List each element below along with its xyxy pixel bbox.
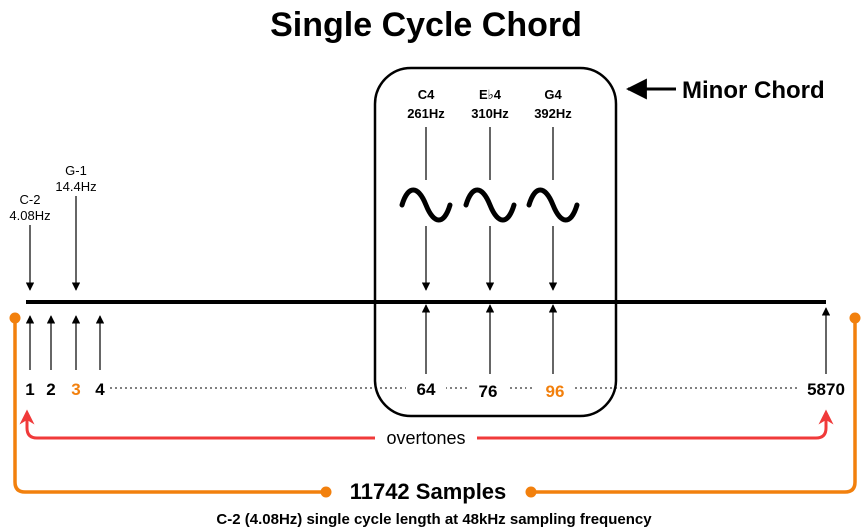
index-label-4: 4 bbox=[95, 380, 105, 399]
index-label-bg bbox=[470, 376, 510, 400]
index-label-3: 3 bbox=[71, 380, 80, 399]
low-note-g-1: G-1 14.4Hz bbox=[55, 163, 96, 194]
note-name: C-2 bbox=[20, 192, 41, 207]
note-name: G-1 bbox=[65, 163, 87, 178]
note-name: C4 bbox=[418, 87, 435, 102]
samples-endpoint-dot bbox=[849, 312, 861, 324]
note-frequency: 392Hz bbox=[534, 106, 572, 121]
index-label-64: 64 bbox=[417, 380, 436, 399]
index-label-96: 96 bbox=[546, 382, 565, 401]
samples-endpoint-dot bbox=[9, 312, 21, 324]
note-name: E♭4 bbox=[479, 87, 502, 102]
chord-box bbox=[373, 66, 618, 418]
index-label-2: 2 bbox=[46, 380, 55, 399]
note-frequency: 4.08Hz bbox=[9, 208, 50, 223]
chord-note-eb4: E♭4 310Hz bbox=[471, 87, 509, 121]
samples-bracket-left bbox=[13, 318, 326, 494]
samples-label: 11742 Samples bbox=[350, 479, 507, 504]
sine-wave-icon bbox=[463, 187, 517, 223]
low-note-c-2: C-2 4.08Hz bbox=[9, 192, 50, 223]
index-label-bg bbox=[533, 376, 573, 400]
samples-bracket-right bbox=[531, 318, 857, 494]
minor-chord-label: Minor Chord bbox=[682, 77, 825, 104]
samples-endpoint-dot bbox=[525, 486, 537, 498]
note-frequency: 261Hz bbox=[407, 106, 445, 121]
note-name: G4 bbox=[544, 87, 562, 102]
caption: C-2 (4.08Hz) single cycle length at 48kH… bbox=[216, 511, 652, 528]
index-label-1: 1 bbox=[25, 380, 34, 399]
overtones-arrow bbox=[19, 409, 375, 440]
index-label-76: 76 bbox=[479, 382, 498, 401]
chord-note-g4: G4 392Hz bbox=[534, 87, 572, 121]
sine-wave-icon bbox=[526, 187, 580, 223]
index-label-5870: 5870 bbox=[807, 380, 845, 399]
index-label-bg bbox=[406, 376, 446, 400]
chord-note-c4: C4 261Hz bbox=[407, 87, 445, 121]
index-label-bg bbox=[798, 376, 854, 400]
sine-wave-icon bbox=[399, 187, 453, 223]
overtones-label: overtones bbox=[386, 428, 465, 448]
samples-endpoint-dot bbox=[320, 486, 332, 498]
page-title: Single Cycle Chord bbox=[270, 6, 582, 44]
overtones-arrow bbox=[477, 409, 834, 440]
note-frequency: 14.4Hz bbox=[55, 179, 96, 194]
note-frequency: 310Hz bbox=[471, 106, 509, 121]
